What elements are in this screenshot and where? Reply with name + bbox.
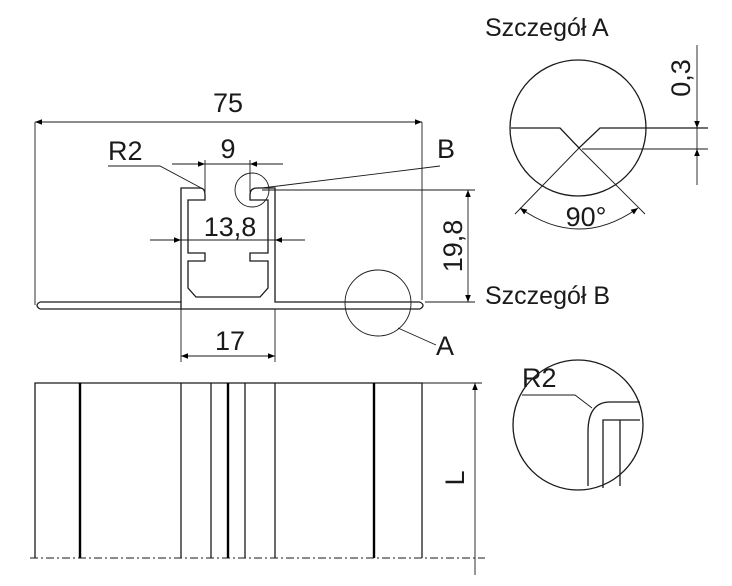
detail-b-title: Szczegół B xyxy=(485,282,610,310)
detail-a-marker-label: A xyxy=(436,331,454,361)
detail-b-marker-label: B xyxy=(437,134,455,164)
detail-a-depth-label: 0,3 xyxy=(666,59,696,97)
dimension-bottom-width-label: 17 xyxy=(215,326,245,356)
dimension-bottom-width: 17 xyxy=(180,309,276,362)
detail-b-marker: B xyxy=(234,134,455,208)
profile-cross-section xyxy=(36,187,424,310)
dimension-inner-width-label: 13,8 xyxy=(204,212,257,242)
detail-b-radius-label: R2 xyxy=(522,363,557,393)
dimension-height-label: 19,8 xyxy=(438,220,468,273)
dimension-width-label: 75 xyxy=(213,88,243,118)
dimension-width: 75 xyxy=(34,88,423,305)
detail-a-marker: A xyxy=(344,269,454,361)
dimension-height: 19,8 xyxy=(262,189,475,303)
profile-side-view: L xyxy=(30,382,485,575)
detail-a: Szczegół A 0,3 90° xyxy=(485,14,708,232)
radius-callout: R2 xyxy=(108,136,204,190)
detail-a-title: Szczegół A xyxy=(485,14,609,42)
detail-a-angle-label: 90° xyxy=(566,202,607,232)
dimension-inner-width: 13,8 xyxy=(150,212,305,243)
radius-label: R2 xyxy=(108,136,143,166)
dimension-slot: 9 xyxy=(172,134,283,192)
detail-b: Szczegół B R2 xyxy=(485,282,644,491)
dimension-length-label: L xyxy=(440,470,470,485)
dimension-slot-label: 9 xyxy=(220,134,235,164)
